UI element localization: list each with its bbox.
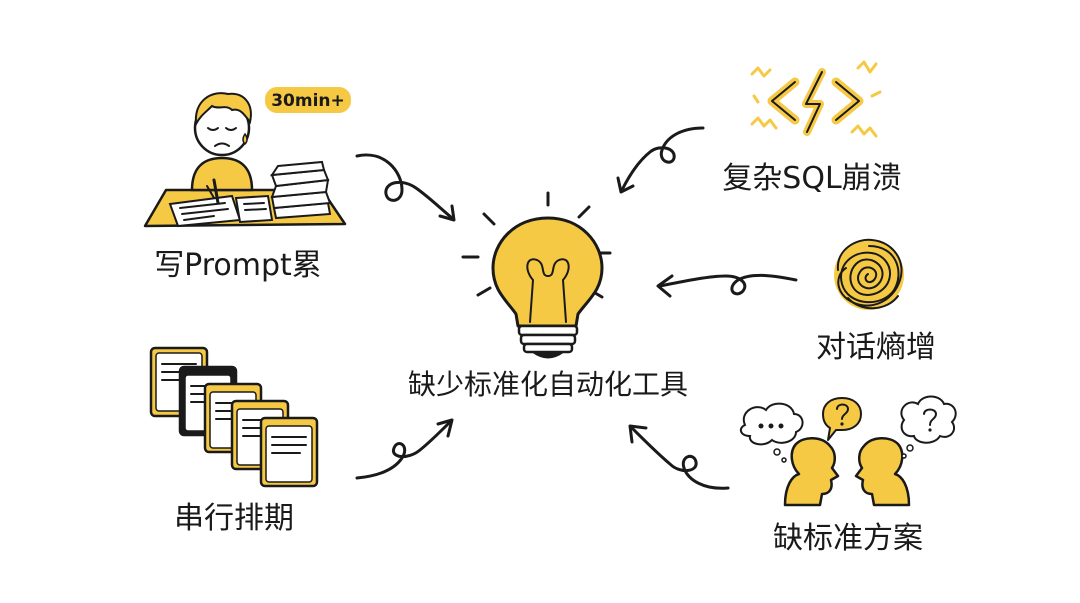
sql-label: 复杂SQL崩溃 <box>722 161 901 196</box>
arrow-from-serial <box>355 418 454 480</box>
prompt-label: 写Prompt累 <box>154 248 322 283</box>
serial-label: 串行排期 <box>174 501 294 536</box>
ellipsis-thought-icon <box>739 402 804 463</box>
paper-stack-icon <box>270 160 332 220</box>
arrow-from-sql <box>616 126 705 194</box>
center-label: 缺少标准化自动化工具 <box>408 368 688 401</box>
tired-person-writing-icon <box>143 92 347 228</box>
time-badge: 30min+ <box>265 87 351 113</box>
broken-code-icon <box>750 60 882 138</box>
arrow-from-entropy <box>656 273 798 298</box>
svg-text:30min+: 30min+ <box>271 91 345 111</box>
arrow-from-prompt <box>355 153 456 222</box>
entropy-label: 对话熵增 <box>816 330 936 365</box>
stacked-documents-icon <box>149 346 319 488</box>
lightbulb-icon <box>461 191 612 359</box>
arrow-from-standard <box>628 424 730 490</box>
standard-label: 缺标准方案 <box>773 521 923 556</box>
confused-heads-icon <box>739 395 957 507</box>
question-bubble-icon <box>822 397 862 441</box>
question-cloud-icon <box>900 395 957 459</box>
tangled-scribble-icon <box>834 238 904 310</box>
